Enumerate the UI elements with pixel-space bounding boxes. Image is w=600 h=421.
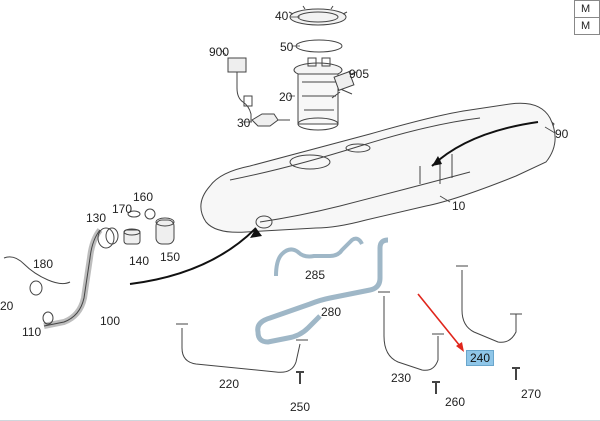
part-170-ring	[144, 208, 156, 220]
label-part-180[interactable]: 180	[33, 257, 54, 271]
arrow-head-tank	[250, 228, 262, 238]
label-part-20-hose[interactable]: 20	[0, 299, 14, 313]
part-900-connector	[227, 57, 253, 122]
part-40-lock-ring	[288, 5, 348, 26]
label-part-40[interactable]: 40	[275, 9, 289, 23]
part-50-seal	[295, 39, 343, 53]
label-part-270[interactable]: 270	[521, 387, 542, 401]
label-part-900[interactable]: 900	[209, 45, 230, 59]
label-part-30[interactable]: 30	[237, 116, 251, 130]
part-250-bolt	[296, 371, 304, 384]
corner-cell-2: M	[574, 17, 600, 35]
part-220-strap	[176, 323, 308, 373]
label-part-110[interactable]: 110	[22, 325, 42, 339]
part-150-fuel-cap	[155, 217, 175, 245]
label-part-90[interactable]: 90	[555, 127, 569, 141]
part-130-ring	[105, 227, 119, 245]
part-10-fuel-tank	[200, 102, 556, 233]
label-part-240-highlighted[interactable]: 240	[466, 350, 495, 366]
label-part-220[interactable]: 220	[219, 377, 240, 391]
label-part-260[interactable]: 260	[445, 395, 466, 409]
part-905-connector	[331, 71, 355, 99]
label-part-250[interactable]: 250	[290, 400, 311, 414]
callout-arrows	[129, 121, 539, 285]
leader-lines	[219, 16, 556, 203]
part-140-insert	[123, 228, 141, 245]
label-part-230[interactable]: 230	[391, 371, 412, 385]
label-part-20-pump[interactable]: 20	[279, 90, 293, 104]
label-part-905[interactable]: 905	[349, 67, 370, 81]
label-part-10[interactable]: 10	[452, 199, 466, 213]
part-260-bolt	[432, 381, 440, 394]
part-30-level-sensor	[251, 113, 290, 127]
label-part-140[interactable]: 140	[129, 254, 150, 268]
red-pointer-arrow	[417, 293, 464, 352]
label-part-160[interactable]: 160	[133, 190, 154, 204]
part-100-filler-neck	[43, 227, 115, 329]
part-20-hose	[3, 256, 71, 285]
part-280-line	[255, 237, 389, 345]
part-160-cap-seal	[127, 210, 141, 218]
corner-cell-1: M	[574, 0, 600, 18]
label-part-170[interactable]: 170	[112, 202, 133, 216]
label-part-280[interactable]: 280	[321, 305, 342, 319]
part-230-strap	[378, 291, 444, 371]
label-part-285[interactable]: 285	[305, 268, 326, 282]
label-part-50[interactable]: 50	[280, 40, 294, 54]
label-part-150[interactable]: 150	[160, 250, 181, 264]
part-285-vent-line	[274, 236, 364, 277]
label-part-100[interactable]: 100	[100, 314, 121, 328]
part-240-strap	[456, 265, 522, 343]
part-110-clamp	[42, 311, 54, 325]
part-180-clamp	[29, 280, 43, 296]
corner-table: M M	[574, 0, 600, 35]
arrow-head-90	[432, 156, 442, 166]
label-part-130[interactable]: 130	[86, 211, 107, 225]
part-20-fuel-pump	[293, 57, 357, 131]
part-270-bolt	[512, 367, 520, 380]
